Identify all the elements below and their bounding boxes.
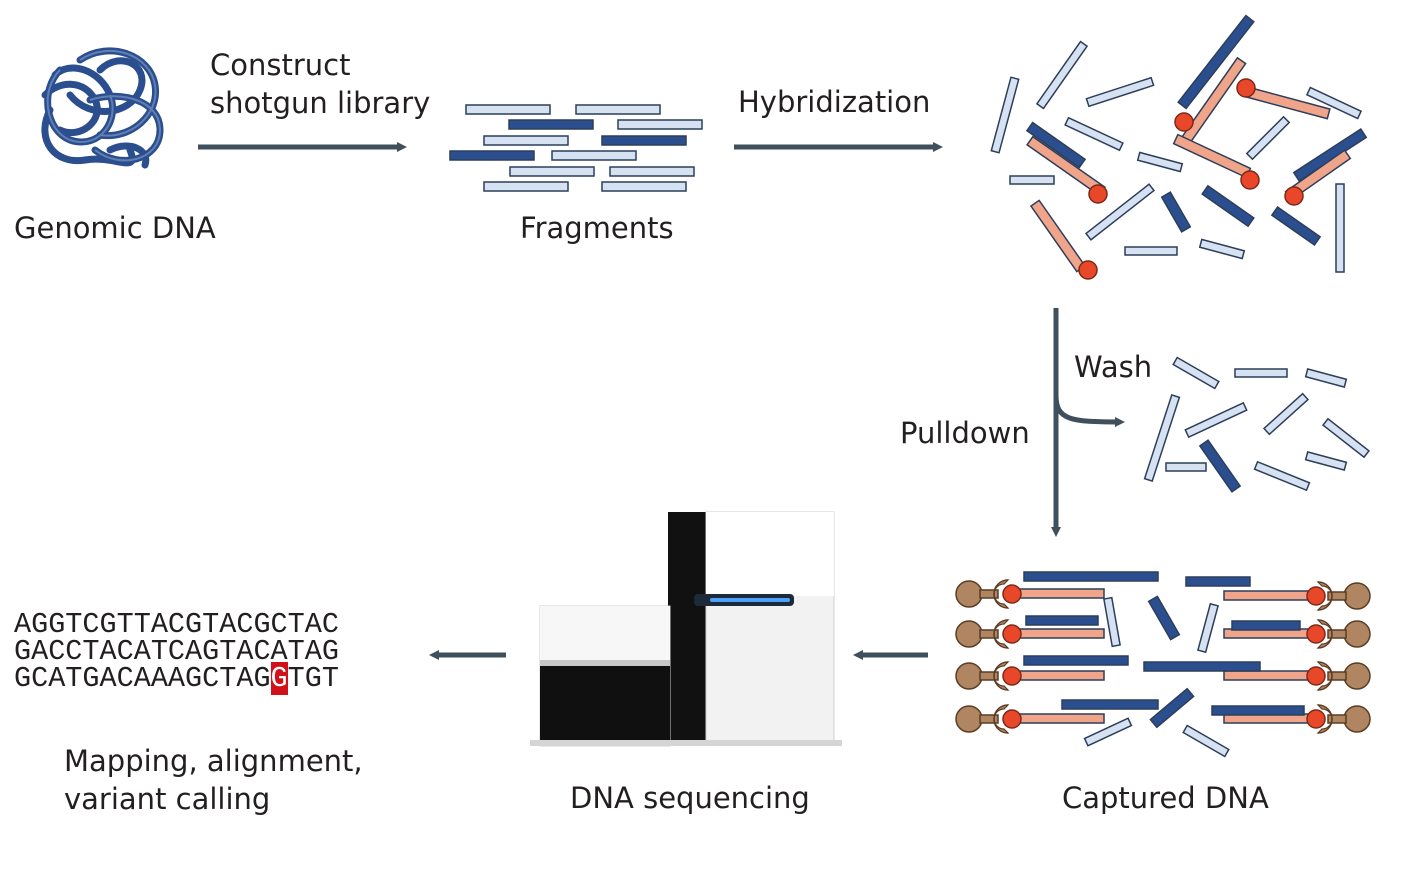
sequence-line-3-suffix: TGT — [287, 662, 339, 695]
sequencer-icon — [530, 511, 842, 747]
mapping-line-1: Mapping, alignment, — [64, 744, 363, 778]
genomic-dna-icon — [41, 47, 164, 169]
sequence-readout: AGGTCGTTACGTACGCTAC GACCTACATCAGTACATAG … — [14, 608, 339, 695]
pulldown-label: Pulldown — [900, 416, 1030, 450]
captured-dna-icon — [955, 571, 1371, 758]
sequence-line-1: AGGTCGTTACGTACGCTAC — [14, 608, 339, 641]
hybridization-label: Hybridization — [738, 85, 931, 119]
construct-line-1: Construct — [210, 48, 351, 82]
captured-dna-label: Captured DNA — [1062, 781, 1269, 815]
fragments-label: Fragments — [520, 211, 674, 245]
fragments-icon — [449, 104, 703, 192]
variant-base-highlight: G — [270, 662, 288, 695]
capture-beads — [1078, 78, 1304, 280]
sequence-line-2: GACCTACATCAGTACATAG — [14, 635, 339, 668]
construct-line-2: shotgun library — [210, 86, 431, 120]
mapping-label: Mapping, alignment, variant calling — [64, 742, 363, 818]
hybridization-mixture-icon — [990, 14, 1368, 273]
washed-fragments-icon — [1143, 356, 1371, 493]
sequence-line-3: GCATGACAAAGCTAGGTGT — [14, 662, 339, 695]
wash-label: Wash — [1074, 350, 1153, 384]
construct-shotgun-library-label: Construct shotgun library — [210, 46, 430, 122]
genomic-dna-label: Genomic DNA — [14, 211, 216, 245]
mapping-line-2: variant calling — [64, 782, 271, 816]
sequence-line-3-prefix: GCATGACAAAGCTAG — [14, 662, 271, 695]
dna-sequencing-label: DNA sequencing — [570, 781, 810, 815]
arrow-wash — [1053, 394, 1125, 427]
